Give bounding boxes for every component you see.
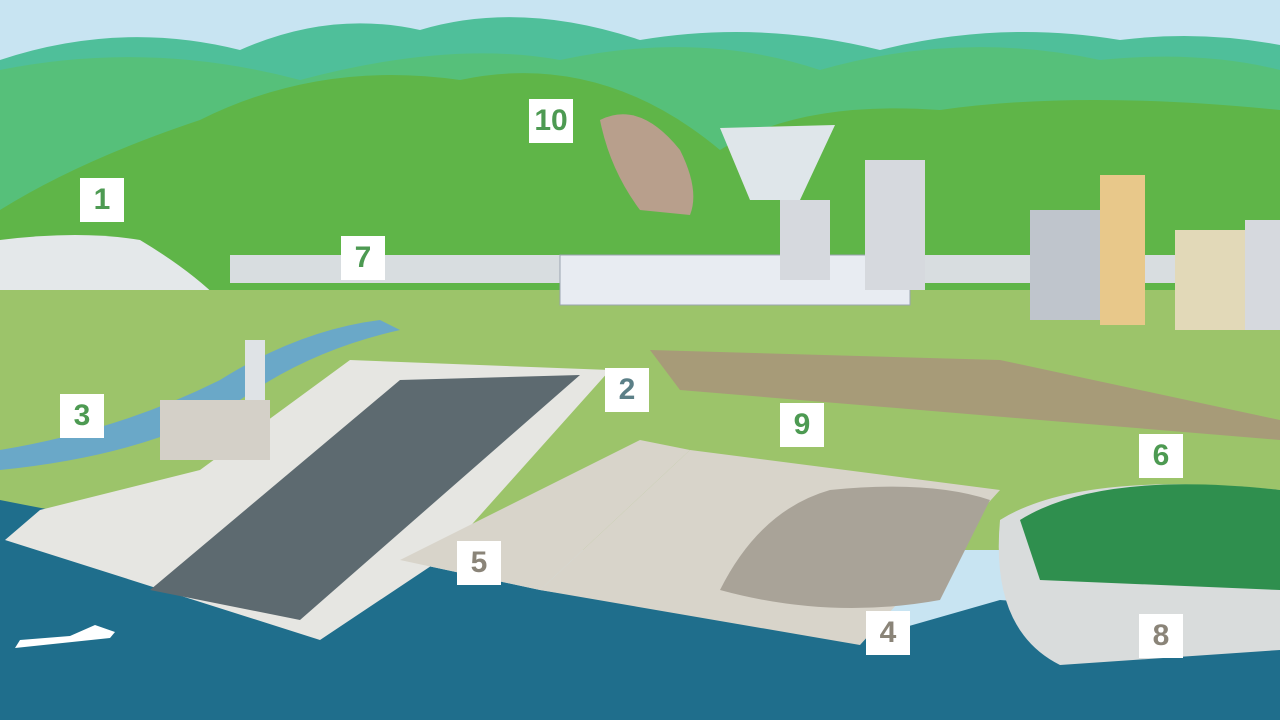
embankment-1 [0, 235, 220, 300]
marker-2: 2 [605, 368, 649, 412]
dam [720, 125, 835, 200]
marker-5: 5 [457, 541, 501, 585]
marker-4: 4 [866, 611, 910, 655]
marker-10: 10 [529, 99, 573, 143]
marker-6: 6 [1139, 434, 1183, 478]
landslide-slope [600, 114, 694, 215]
dirt-road [650, 350, 1280, 440]
marker-7: 7 [341, 236, 385, 280]
marker-1: 1 [80, 178, 124, 222]
terminal-building [160, 400, 270, 460]
marker-8: 8 [1139, 614, 1183, 658]
airplane [15, 625, 115, 648]
station [559, 254, 911, 306]
control-tower [245, 340, 265, 410]
runway [150, 375, 580, 620]
city-buildings [780, 160, 1280, 330]
marker-9: 9 [780, 403, 824, 447]
earthwork-pit [720, 486, 990, 608]
pine-forest [1020, 484, 1280, 590]
marker-3: 3 [60, 394, 104, 438]
